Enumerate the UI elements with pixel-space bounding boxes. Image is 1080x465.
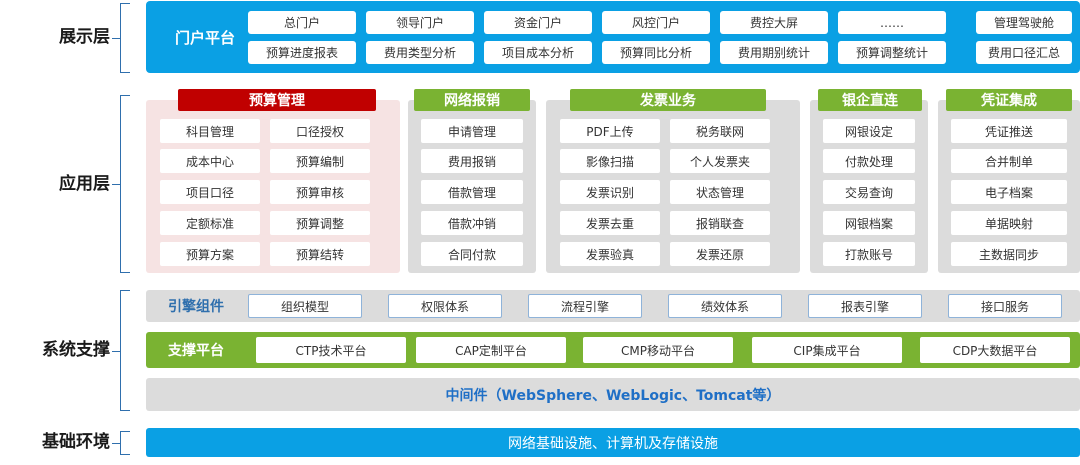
report-item: 项目成本分析 bbox=[484, 41, 592, 64]
app-function-item: 影像扫描 bbox=[560, 149, 660, 173]
app-function-item: 科目管理 bbox=[160, 119, 260, 143]
engine-component-item: 组织模型 bbox=[248, 294, 362, 318]
bracket-system bbox=[112, 290, 130, 411]
app-function-item: 发票还原 bbox=[670, 242, 770, 266]
app-function-item: 预算审核 bbox=[270, 180, 370, 204]
app-function-item: 网银设定 bbox=[823, 119, 915, 143]
app-function-item: 口径授权 bbox=[270, 119, 370, 143]
app-module-title: 凭证集成 bbox=[946, 89, 1072, 111]
portal-item: …… bbox=[838, 11, 946, 34]
engine-components-band: 引擎组件 组织模型 权限体系 流程引擎 绩效体系 报表引擎 接口服务 bbox=[146, 290, 1080, 322]
bracket-application bbox=[112, 95, 130, 273]
app-module-title: 预算管理 bbox=[178, 89, 376, 111]
app-function-item: 状态管理 bbox=[670, 180, 770, 204]
app-function-item: 合同付款 bbox=[421, 242, 523, 266]
app-function-item: 单据映射 bbox=[951, 211, 1067, 235]
app-module-title: 网络报销 bbox=[414, 89, 530, 111]
app-function-item: 定额标准 bbox=[160, 211, 260, 235]
app-function-item: 个人发票夹 bbox=[670, 149, 770, 173]
app-function-item: 预算方案 bbox=[160, 242, 260, 266]
bracket-display bbox=[112, 3, 130, 73]
app-function-item: 主数据同步 bbox=[951, 242, 1067, 266]
support-platform-item: CAP定制平台 bbox=[416, 337, 566, 363]
display-layer-band: 门户平台 总门户领导门户资金门户风控门户费控大屏 …… 管理驾驶舱预算进度报表费用类… bbox=[146, 1, 1080, 73]
app-function-item: 借款冲销 bbox=[421, 211, 523, 235]
app-module-title: 发票业务 bbox=[570, 89, 766, 111]
app-function-item: 费用报销 bbox=[421, 149, 523, 173]
app-function-item: 预算结转 bbox=[270, 242, 370, 266]
layer-label-display: 展示层 bbox=[59, 27, 110, 47]
portal-item: 风控门户 bbox=[602, 11, 710, 34]
report-item: 预算同比分析 bbox=[602, 41, 710, 64]
report-item: 预算调整统计 bbox=[838, 41, 946, 64]
app-function-item: 发票验真 bbox=[560, 242, 660, 266]
app-function-item: 预算调整 bbox=[270, 211, 370, 235]
app-function-item: 借款管理 bbox=[421, 180, 523, 204]
portal-item: 费控大屏 bbox=[720, 11, 828, 34]
engine-components-title: 引擎组件 bbox=[168, 299, 224, 315]
report-item: 费用期别统计 bbox=[720, 41, 828, 64]
app-function-item: 付款处理 bbox=[823, 149, 915, 173]
report-item: 预算进度报表 bbox=[248, 41, 356, 64]
report-item: 费用类型分析 bbox=[366, 41, 474, 64]
support-platform-item: CIP集成平台 bbox=[752, 337, 902, 363]
support-platform-item: CDP大数据平台 bbox=[920, 337, 1070, 363]
app-function-item: 凭证推送 bbox=[951, 119, 1067, 143]
portal-item: 管理驾驶舱 bbox=[976, 11, 1072, 34]
app-function-item: 打款账号 bbox=[823, 242, 915, 266]
support-platform-item: CTP技术平台 bbox=[256, 337, 406, 363]
app-function-item: 网银档案 bbox=[823, 211, 915, 235]
app-function-item: 交易查询 bbox=[823, 180, 915, 204]
engine-component-item: 接口服务 bbox=[948, 294, 1062, 318]
app-function-item: 报销联查 bbox=[670, 211, 770, 235]
layer-label-system: 系统支撑 bbox=[42, 340, 110, 360]
engine-component-item: 流程引擎 bbox=[528, 294, 642, 318]
app-function-item: 发票去重 bbox=[560, 211, 660, 235]
app-function-item: 合并制单 bbox=[951, 149, 1067, 173]
portal-item: 资金门户 bbox=[484, 11, 592, 34]
engine-component-item: 报表引擎 bbox=[808, 294, 922, 318]
support-platform-title: 支撑平台 bbox=[168, 343, 224, 359]
app-function-item: 税务联网 bbox=[670, 119, 770, 143]
portal-item: 领导门户 bbox=[366, 11, 474, 34]
support-platform-band: 支撑平台 CTP技术平台 CAP定制平台 CMP移动平台 CIP集成平台 CDP大数据平… bbox=[146, 332, 1080, 368]
app-function-item: 申请管理 bbox=[421, 119, 523, 143]
app-function-item: 成本中心 bbox=[160, 149, 260, 173]
app-function-item: 电子档案 bbox=[951, 180, 1067, 204]
infrastructure-band: 网络基础设施、计算机及存储设施 bbox=[146, 428, 1080, 457]
app-function-item: 项目口径 bbox=[160, 180, 260, 204]
support-platform-item: CMP移动平台 bbox=[583, 337, 733, 363]
portal-item: 总门户 bbox=[248, 11, 356, 34]
layer-label-application: 应用层 bbox=[59, 174, 110, 194]
app-function-item: 发票识别 bbox=[560, 180, 660, 204]
bracket-infra bbox=[112, 431, 130, 455]
portal-platform-title: 门户平台 bbox=[174, 28, 235, 47]
app-function-item: 预算编制 bbox=[270, 149, 370, 173]
middleware-band: 中间件（WebSphere、WebLogic、Tomcat等） bbox=[146, 378, 1080, 411]
app-function-item: PDF上传 bbox=[560, 119, 660, 143]
engine-component-item: 绩效体系 bbox=[668, 294, 782, 318]
report-item: 费用口径汇总 bbox=[976, 41, 1072, 64]
engine-component-item: 权限体系 bbox=[388, 294, 502, 318]
layer-label-infra: 基础环境 bbox=[42, 432, 110, 452]
app-module-title: 银企直连 bbox=[818, 89, 922, 111]
